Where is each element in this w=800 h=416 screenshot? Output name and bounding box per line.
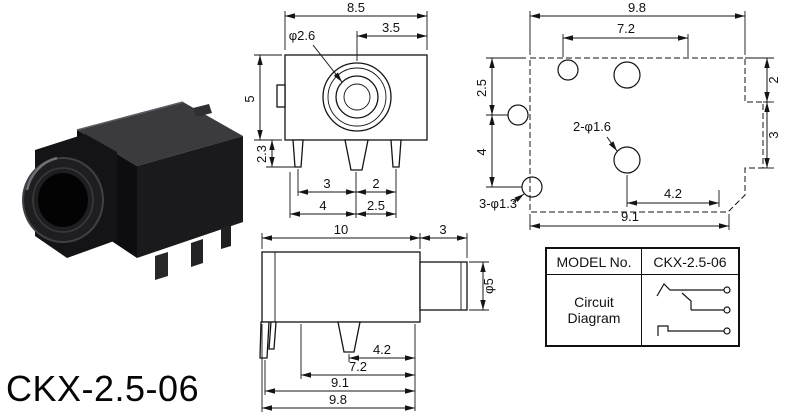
part-number-title: CKX-2.5-06	[6, 368, 200, 409]
dim-pin-offset-a: 4.2	[373, 342, 391, 357]
label-large-holes: 2-φ1.6	[573, 119, 611, 134]
pin-left-a	[259, 321, 270, 359]
dim-total-width: 9.8	[628, 0, 646, 15]
mounting-hole-large	[613, 61, 641, 89]
tip-contact-line	[656, 283, 724, 297]
dim-pin-span-right: 2.5	[367, 198, 385, 213]
dim-pad-span: 7.2	[617, 21, 635, 36]
circuit-label-line1: Circuit	[574, 293, 614, 310]
mounting-hole-large	[613, 146, 641, 174]
dim-barrel-diameter: φ5	[481, 278, 496, 294]
dim-left-offset: 4	[474, 148, 489, 155]
dim-pin-offset-b: 7.2	[349, 359, 367, 374]
dim-barrel-length: 3	[439, 225, 446, 237]
barrel-rim-highlight	[25, 156, 58, 191]
pin-middle	[337, 321, 361, 353]
terminal-tip	[723, 286, 731, 294]
circuit-label-cell: Circuit Diagram	[547, 275, 642, 345]
side-tab	[276, 84, 286, 108]
dim-right-step-bottom: 3	[766, 131, 781, 138]
front-view-part	[276, 54, 428, 171]
model-label-cell: MODEL No.	[547, 249, 642, 275]
dim-jack-offset: 3.5	[382, 20, 400, 35]
barrel-side	[419, 261, 468, 311]
side-view-part	[259, 251, 468, 359]
dim-pin-pitch-right: 2	[372, 176, 379, 191]
dim-pin-length: 2.3	[254, 145, 269, 163]
barrel-bore	[38, 173, 88, 227]
dim-pin-offset-d: 9.8	[329, 392, 347, 407]
solder-pin	[191, 239, 203, 267]
top-tab	[193, 104, 212, 117]
product-photo	[22, 101, 243, 280]
label-small-holes: 3-φ1.3	[479, 196, 517, 211]
pin-left-b	[268, 321, 277, 350]
terminal-sleeve	[723, 327, 731, 335]
side-view-dimensions: 10 3 φ5 4.2 7.2 9.1 9.8	[261, 225, 496, 412]
dim-top-offset: 2.5	[474, 79, 489, 97]
jack-boss-inner	[327, 67, 387, 127]
terminal-switch	[723, 306, 731, 314]
body-top-face	[77, 102, 243, 166]
jack-hole-circle	[335, 75, 379, 119]
jack-boss-circle	[322, 62, 392, 132]
dim-pin-span-left: 4	[319, 198, 326, 213]
pin-left	[292, 139, 304, 168]
dim-total-width: 8.5	[347, 0, 365, 15]
body-front-face	[137, 136, 243, 258]
dim-right-step-top: 2	[766, 76, 781, 83]
mounting-hole-small	[521, 176, 543, 198]
dim-body-height: 5	[242, 95, 257, 102]
spec-table: MODEL No. CKX-2.5-06 Circuit Diagram	[545, 247, 740, 347]
connector-body-side	[261, 251, 421, 323]
sleeve-contact-line	[657, 325, 724, 336]
solder-pin	[221, 225, 231, 249]
dim-pin-pitch-left: 3	[323, 176, 330, 191]
body-edge-highlight	[76, 101, 184, 131]
pcb-part	[507, 57, 764, 213]
dim-hole-offset: 4.2	[664, 186, 682, 201]
pcb-dimensions: 9.8 7.2 2.5 4 2-φ1.6 3-φ1.3 4.2 9.1 2 3	[474, 0, 781, 230]
side-view-drawing: 10 3 φ5 4.2 7.2 9.1 9.8	[259, 225, 496, 412]
jack-hole-inner	[343, 83, 371, 111]
circuit-diagram-cell	[642, 275, 738, 345]
front-view-drawing: 8.5 3.5 φ2.6 5 2.3 3 2 4 2.5	[242, 0, 428, 218]
mounting-hole-small	[557, 59, 579, 81]
circuit-label-line2: Diagram	[567, 310, 621, 326]
dim-bottom-span: 9.1	[621, 209, 639, 224]
dim-body-length: 10	[334, 225, 348, 237]
component-footprint-outline	[529, 57, 764, 213]
mounting-hole-small	[507, 104, 529, 126]
pcb-layout-drawing: 9.8 7.2 2.5 4 2-φ1.6 3-φ1.3 4.2 9.1 2 3	[474, 0, 781, 230]
dim-jack-hole: φ2.6	[289, 28, 316, 43]
front-view-dimensions: 8.5 3.5 φ2.6 5 2.3 3 2 4 2.5	[242, 0, 428, 218]
pin-right	[390, 139, 402, 168]
model-value-cell: CKX-2.5-06	[642, 249, 738, 275]
circuit-diagram	[656, 283, 731, 336]
switch-contact-line	[681, 292, 724, 311]
solder-pin	[155, 252, 168, 280]
barrel-inner-rim	[32, 167, 94, 233]
connector-3d-body	[22, 101, 243, 280]
pin-center	[344, 139, 369, 171]
dim-pin-offset-c: 9.1	[331, 375, 349, 390]
